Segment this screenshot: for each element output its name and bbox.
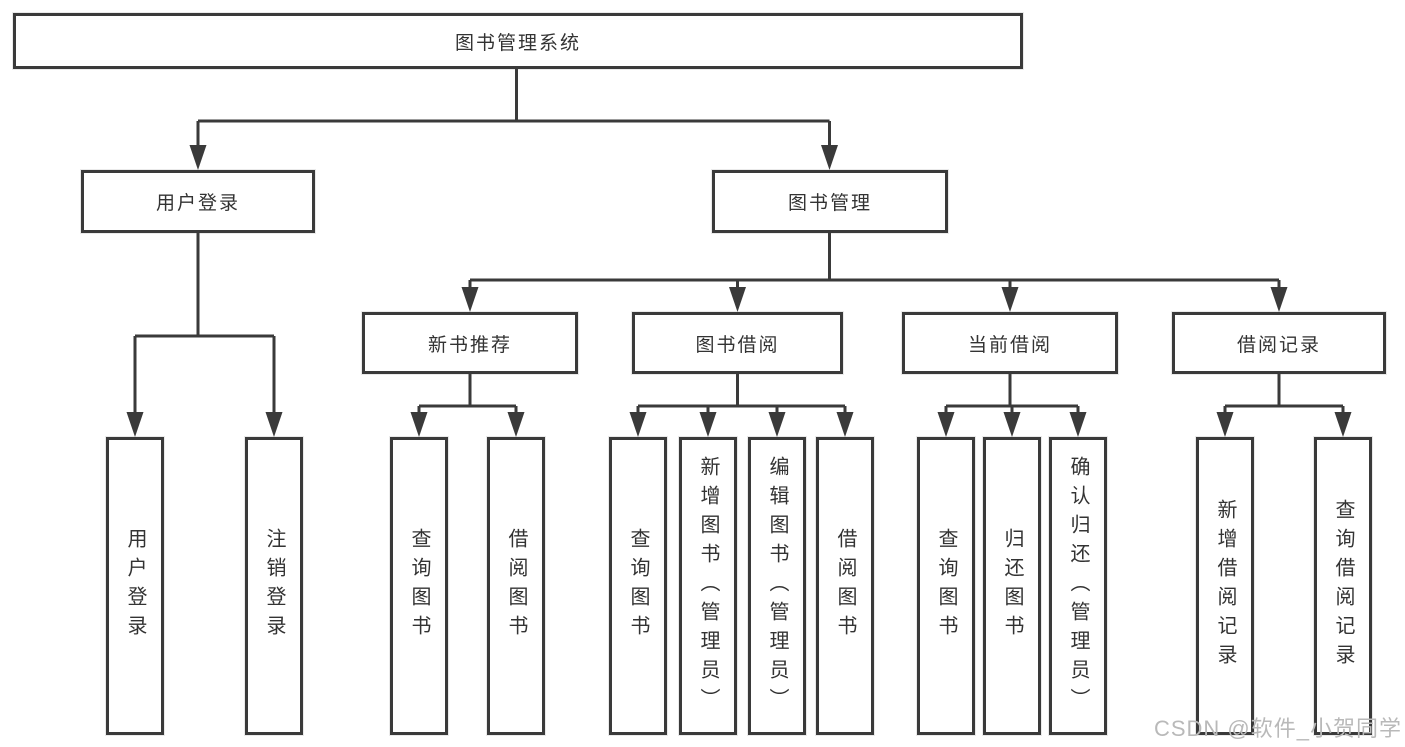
node-root-library-system: 图书管理系统 [13, 13, 1023, 69]
node-current-borrowing: 当前借阅 [902, 312, 1118, 374]
leaf-query-borrow-record: 查询借阅记录 [1314, 437, 1372, 735]
node-label: 图书管理系统 [454, 32, 581, 54]
node-label: 查询图书 [408, 528, 430, 644]
node-label: 图书管理 [787, 193, 872, 214]
node-label: 查询图书 [935, 528, 957, 644]
node-book-borrowing: 图书借阅 [632, 312, 843, 374]
node-label: 借阅图书 [505, 528, 527, 644]
leaf-edit-books-admin: 编辑图书（管理员） [748, 437, 806, 735]
leaf-add-borrow-record: 新增借阅记录 [1196, 437, 1254, 735]
node-label: 借阅图书 [834, 528, 856, 644]
node-label: 查询图书 [627, 528, 649, 644]
node-label: 确认归还（管理员） [1067, 455, 1089, 717]
node-label: 当前借阅 [967, 334, 1052, 356]
leaf-user-login: 用户登录 [106, 437, 164, 735]
leaf-add-books-admin: 新增图书（管理员） [679, 437, 737, 735]
node-user-login: 用户登录 [81, 170, 315, 233]
node-label: 借阅记录 [1236, 334, 1321, 356]
node-label: 新增图书（管理员） [697, 455, 719, 717]
node-label: 用户登录 [124, 528, 146, 644]
leaf-borrow-books: 借阅图书 [816, 437, 874, 735]
node-label: 注销登录 [263, 528, 285, 644]
leaf-confirm-return-admin: 确认归还（管理员） [1049, 437, 1107, 735]
node-label: 编辑图书（管理员） [766, 455, 788, 717]
node-label: 用户登录 [155, 193, 240, 214]
node-label: 新增借阅记录 [1214, 499, 1236, 673]
node-borrowing-records: 借阅记录 [1172, 312, 1386, 374]
node-new-book-recommendation: 新书推荐 [362, 312, 578, 374]
leaf-query-books-borrow: 查询图书 [609, 437, 667, 735]
node-label: 新书推荐 [427, 334, 512, 356]
node-book-management: 图书管理 [712, 170, 948, 233]
leaf-borrow-books-recommend: 借阅图书 [487, 437, 545, 735]
leaf-query-books-current: 查询图书 [917, 437, 975, 735]
leaf-query-books-recommend: 查询图书 [390, 437, 448, 735]
leaf-return-books: 归还图书 [983, 437, 1041, 735]
leaf-logout: 注销登录 [245, 437, 303, 735]
node-label: 归还图书 [1001, 528, 1023, 644]
csdn-watermark: CSDN @软件_小贺同学 [1153, 716, 1402, 741]
node-label: 查询借阅记录 [1332, 499, 1354, 673]
node-label: 图书借阅 [695, 334, 780, 356]
